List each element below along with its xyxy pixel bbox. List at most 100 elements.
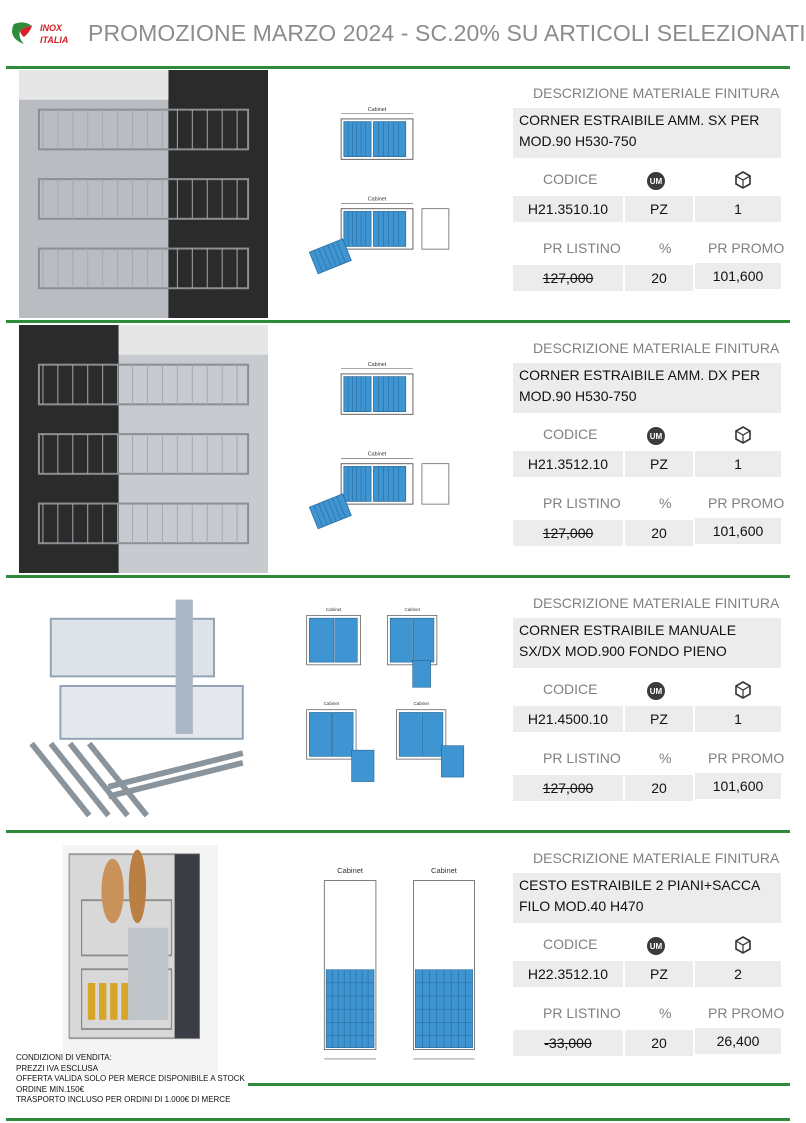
list-price-label: PR LISTINO <box>543 1005 621 1021</box>
discount-percent: 20 <box>625 265 693 291</box>
product-qty: 2 <box>695 961 781 987</box>
list-price: 127,000 <box>513 520 623 546</box>
promo-price: 101,600 <box>695 263 781 289</box>
quantity-box-icon <box>735 426 751 444</box>
brand-logo: INOX ITALIA <box>12 22 68 45</box>
svg-text:Cabinet: Cabinet <box>337 866 364 875</box>
svg-text:Cabinet: Cabinet <box>413 701 429 706</box>
um-icon-label: UM <box>649 686 663 696</box>
page-bottom-divider <box>6 1118 790 1121</box>
discount-label: % <box>659 1005 672 1021</box>
product-um: PZ <box>625 196 693 222</box>
svg-text:Cabinet: Cabinet <box>368 107 387 113</box>
list-price-value: 127,000 <box>542 525 594 541</box>
description-label: DESCRIZIONE MATERIALE FINITURA <box>533 850 780 866</box>
um-icon-label: UM <box>649 941 663 951</box>
quantity-box-icon <box>735 171 751 189</box>
product-code: H21.3510.10 <box>513 196 623 222</box>
product-photo <box>63 845 218 1075</box>
product-info: DESCRIZIONE MATERIALE FINITURA CORNER EST… <box>513 68 785 323</box>
product-info: DESCRIZIONE MATERIALE FINITURA CESTO ESTR… <box>513 833 785 1088</box>
product-qty: 1 <box>695 196 781 222</box>
discount-percent: 20 <box>625 1030 693 1056</box>
list-price: -33,000 <box>513 1030 623 1056</box>
product-um: PZ <box>625 706 693 732</box>
discount-label: % <box>659 750 672 766</box>
list-price-label: PR LISTINO <box>543 495 621 511</box>
product-row: Cabinet Cabinet DESCRIZIONE MATERIALE FINI… <box>0 833 793 1088</box>
list-price: 127,000 <box>513 265 623 291</box>
description-label: DESCRIZIONE MATERIALE FINITURA <box>533 85 780 101</box>
section-divider <box>6 575 790 578</box>
um-icon: UM <box>647 427 665 445</box>
svg-text:Cabinet: Cabinet <box>326 607 342 612</box>
promo-price-label: PR PROMO <box>708 495 785 511</box>
product-um: PZ <box>625 961 693 987</box>
description-label: DESCRIZIONE MATERIALE FINITURA <box>533 340 780 356</box>
product-description: CESTO ESTRAIBILE 2 PIANI+SACCA FILO MOD.… <box>513 873 781 923</box>
um-icon-label: UM <box>649 176 663 186</box>
product-info: DESCRIZIONE MATERIALE FINITURA CORNER EST… <box>513 323 785 578</box>
product-code: H22.3512.10 <box>513 961 623 987</box>
page-title: PROMOZIONE MARZO 2024 - SC.20% SU ARTICO… <box>88 20 806 46</box>
list-price-value: -33,000 <box>544 1035 592 1051</box>
quantity-box-icon <box>735 936 751 954</box>
svg-text:Cabinet: Cabinet <box>404 607 420 612</box>
page-header: INOX ITALIA PROMOZIONE MARZO 2024 - SC.2… <box>0 0 806 66</box>
condition-line: ORDINE MIN.150€ <box>16 1084 85 1094</box>
product-photo <box>22 590 262 830</box>
code-label: CODICE <box>543 681 598 697</box>
um-icon: UM <box>647 937 665 955</box>
sale-conditions: CONDIZIONI DI VENDITA: PREZZI IVA ESCLUS… <box>16 1053 245 1106</box>
product-qty: 1 <box>695 451 781 477</box>
product-photo <box>19 325 268 573</box>
section-divider <box>6 320 790 323</box>
product-description: CORNER ESTRAIBILE MANUALE SX/DX MOD.900 … <box>513 618 781 668</box>
code-label: CODICE <box>543 936 598 952</box>
svg-text:Cabinet: Cabinet <box>368 362 387 368</box>
code-label: CODICE <box>543 171 598 187</box>
svg-text:Cabinet: Cabinet <box>368 452 387 458</box>
promo-price-label: PR PROMO <box>708 750 785 766</box>
promo-price: 101,600 <box>695 773 781 799</box>
svg-text:Cabinet: Cabinet <box>324 701 340 706</box>
list-price-label: PR LISTINO <box>543 240 621 256</box>
quantity-box-icon <box>735 681 751 699</box>
condition-line: OFFERTA VALIDA SOLO PER MERCE DISPONIBIL… <box>16 1074 245 1083</box>
product-description: CORNER ESTRAIBILE AMM. DX PER MOD.90 H53… <box>513 363 781 413</box>
product-um: PZ <box>625 451 693 477</box>
condition-line: PREZZI IVA ESCLUSA <box>16 1063 99 1073</box>
list-price-value: 127,000 <box>542 270 594 286</box>
discount-percent: 20 <box>625 775 693 801</box>
product-info: DESCRIZIONE MATERIALE FINITURA CORNER EST… <box>513 578 785 833</box>
product-qty: 1 <box>695 706 781 732</box>
promo-price-label: PR PROMO <box>708 240 785 256</box>
brand-line1: INOX <box>40 23 63 33</box>
description-label: DESCRIZIONE MATERIALE FINITURA <box>533 595 780 611</box>
technical-drawing: Cabinet Cabinet <box>290 843 490 1073</box>
promo-price: 101,600 <box>695 518 781 544</box>
svg-text:Cabinet: Cabinet <box>431 866 458 875</box>
brand-line2: ITALIA <box>40 35 68 45</box>
um-icon-label: UM <box>649 431 663 441</box>
um-icon: UM <box>647 172 665 190</box>
condition-line: TRASPORTO INCLUSO PER ORDINI DI 1.000€ D… <box>16 1095 231 1104</box>
discount-label: % <box>659 495 672 511</box>
header-divider <box>6 66 790 69</box>
promo-price-label: PR PROMO <box>708 1005 785 1021</box>
um-icon: UM <box>647 682 665 700</box>
product-description: CORNER ESTRAIBILE AMM. SX PER MOD.90 H53… <box>513 108 781 158</box>
section-divider <box>6 830 790 833</box>
list-price-label: PR LISTINO <box>543 750 621 766</box>
product-photo <box>19 70 268 318</box>
discount-percent: 20 <box>625 520 693 546</box>
discount-label: % <box>659 240 672 256</box>
list-price-value: 127,000 <box>542 780 594 796</box>
svg-text:Cabinet: Cabinet <box>368 197 387 203</box>
list-price: 127,000 <box>513 775 623 801</box>
